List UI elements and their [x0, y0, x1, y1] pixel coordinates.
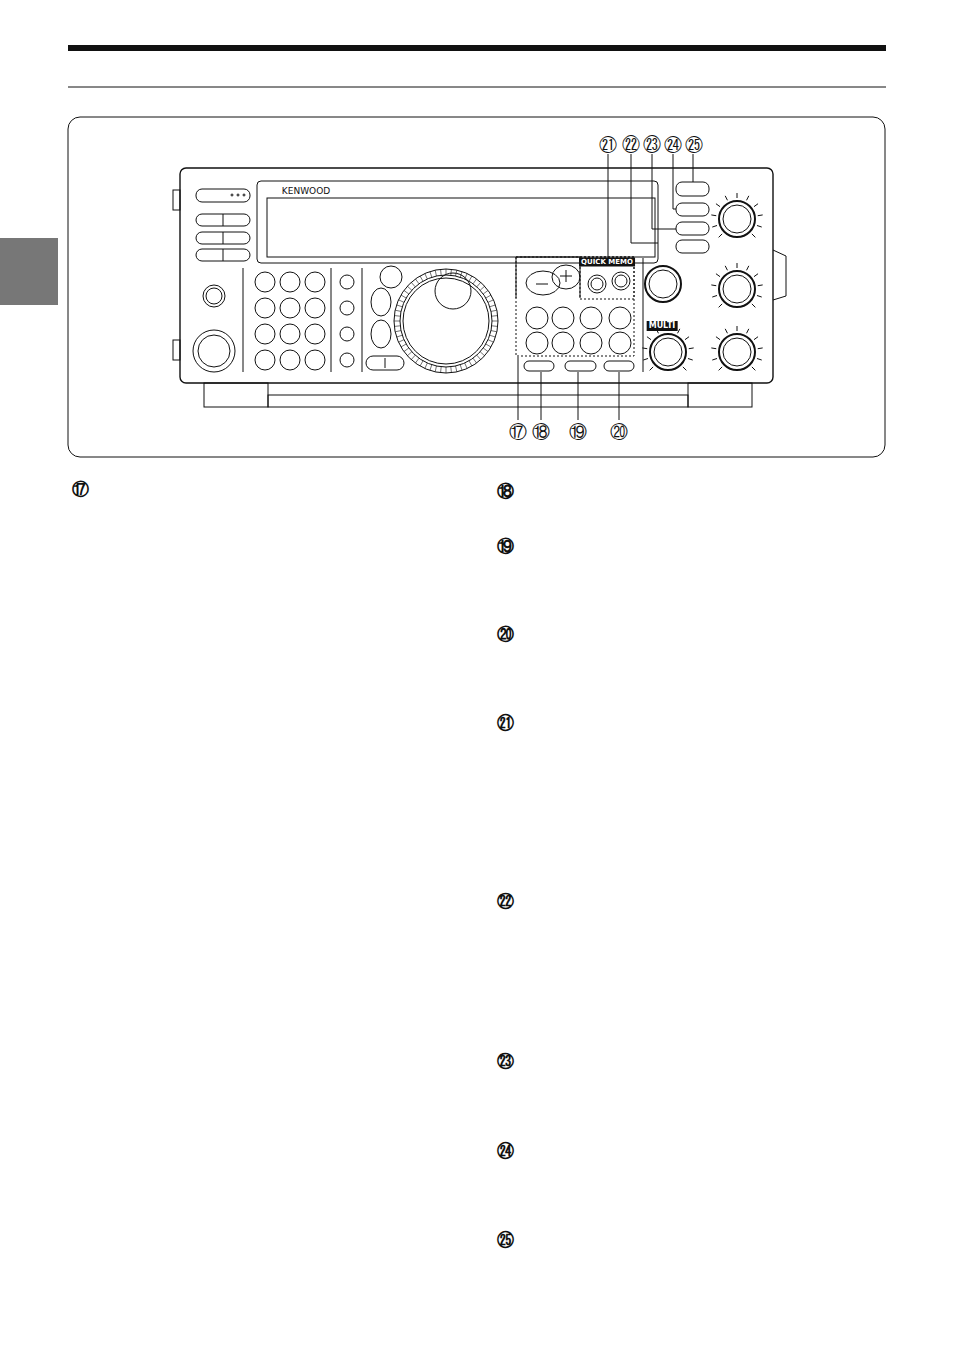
- callout-number: ⑳: [497, 626, 514, 643]
- callout-number: ㉒: [497, 893, 514, 910]
- callout-number: ⑱: [532, 423, 550, 441]
- callout-number: ㉒: [622, 136, 640, 154]
- callout-number: ⑰: [509, 423, 527, 441]
- panel-legend: QUICK MEMO: [579, 258, 635, 267]
- callout-number: ⑳: [610, 423, 628, 441]
- callout-number: ㉓: [497, 1053, 514, 1070]
- callout-number: ⑱: [497, 483, 514, 500]
- panel-legend: MULTI: [647, 321, 678, 331]
- callout-number: ㉓: [643, 136, 661, 154]
- callout-number: ㉔: [497, 1143, 514, 1160]
- callout-number: ⑲: [569, 423, 587, 441]
- brand-logo: KENWOOD: [282, 187, 330, 196]
- callout-number: ⑰: [72, 481, 89, 498]
- callout-number: ㉑: [497, 715, 514, 732]
- callout-number: ㉕: [497, 1232, 514, 1249]
- callout-number: ⑲: [497, 538, 514, 555]
- callout-number: ㉕: [685, 136, 703, 154]
- callout-number: ㉑: [599, 136, 617, 154]
- callout-number: ㉔: [664, 136, 682, 154]
